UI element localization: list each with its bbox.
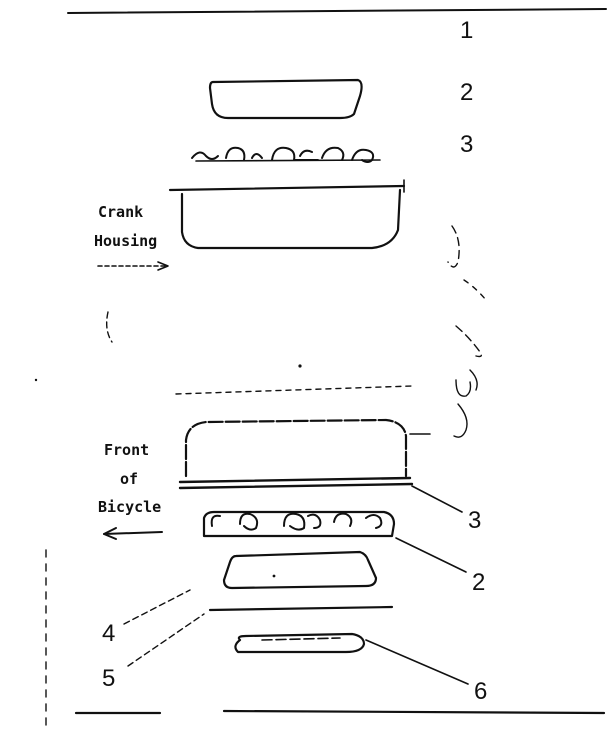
label-5: 5 [102,665,115,692]
top-border-line [67,8,607,14]
dot-mark-3 [272,574,276,578]
dot-mark-2 [34,378,38,382]
label-6: 6 [474,678,487,705]
label-2-top: 2 [460,79,473,106]
leader-4 [123,589,191,625]
spindle-hint-right [447,225,487,438]
label-2-bottom: 2 [472,569,485,596]
crank-housing-lower [178,418,431,490]
leader-3-bottom [411,485,463,513]
dot-mark [298,364,302,368]
part-4-cup [222,550,378,590]
arrow-left-icon [97,261,169,271]
label-1-top: 1 [460,17,473,44]
bottom-border-right [222,709,606,715]
leader-5 [127,613,205,667]
front-label-line2: of [120,470,138,488]
crank-housing-label-line2: Housing [94,232,157,250]
part-5-washer [208,605,394,612]
label-4: 4 [102,620,115,647]
front-label-line1: Front [104,441,149,459]
part-3-top-ball-retainer [191,146,381,163]
part-2-top [208,78,363,120]
front-label-line3: Bicycle [98,498,161,516]
leader-2-bottom [395,537,467,573]
part-2-bottom-ball-retainer [202,510,396,538]
arrow-left-icon [103,527,163,540]
spindle-hint-left [105,311,113,343]
leader-6 [365,639,469,685]
label-3-top: 3 [460,131,473,158]
part-6-locknut [234,632,366,654]
crank-housing-label-line1: Crank [98,203,143,221]
crank-housing-upper [168,179,406,250]
label-3-bottom: 3 [468,507,481,534]
centerline-dashed [175,385,413,395]
